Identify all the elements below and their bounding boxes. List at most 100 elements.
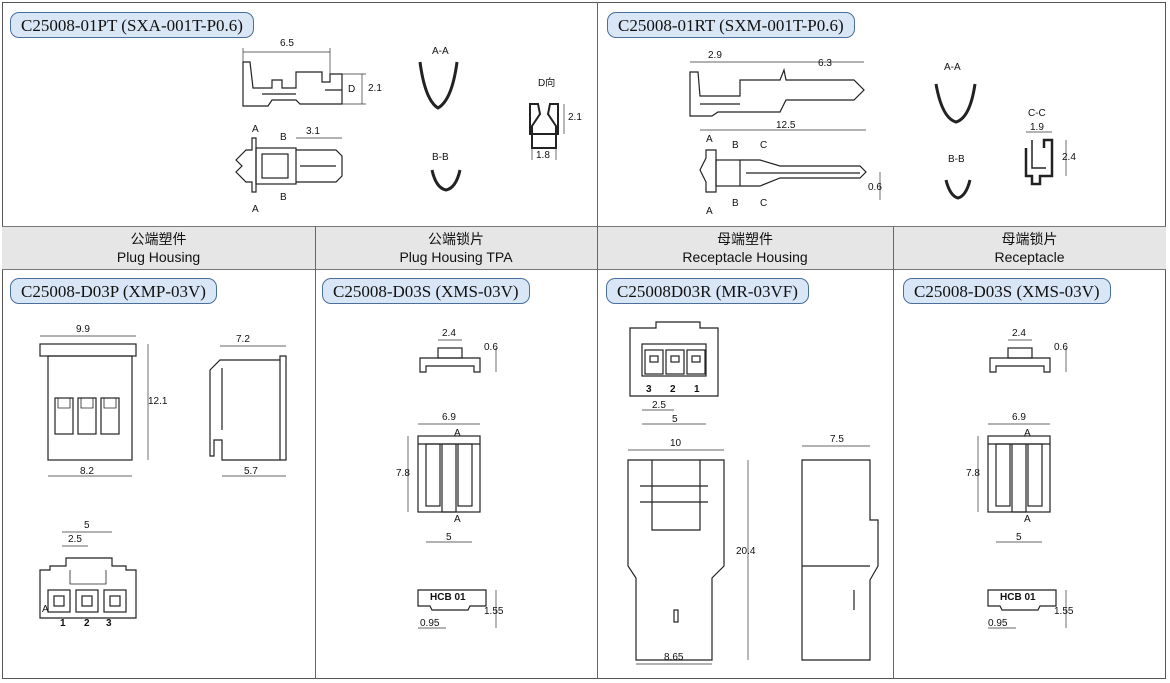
section-marker: A	[252, 124, 259, 135]
header-en: Receptacle	[994, 249, 1065, 265]
rt-section-aa	[934, 83, 977, 124]
section-marker: A	[42, 604, 49, 615]
receptacle-tpa-part-pill: C25008-D03S (XMS-03V)	[903, 278, 1111, 304]
dim-label: 5.7	[244, 466, 258, 477]
section-title: C-C	[1028, 108, 1046, 119]
pt-section-bb	[430, 169, 462, 192]
pin-number: 2	[84, 618, 90, 629]
col-divider-2	[597, 226, 598, 679]
view-label: D	[348, 84, 356, 95]
tpa-front-view	[417, 435, 481, 513]
dim-label: 12.5	[776, 120, 796, 131]
pt-section-aa	[418, 61, 459, 110]
dim-label: 20.4	[736, 546, 756, 557]
section-marker: B	[732, 140, 739, 151]
section-marker: A	[1024, 514, 1031, 525]
dim-label: 7.8	[396, 468, 410, 479]
dim-label: 2.5	[652, 400, 666, 411]
section-marker: B	[732, 198, 739, 209]
header-plug-housing: 公端塑件 Plug Housing	[2, 226, 315, 270]
section-title: A-A	[432, 46, 449, 57]
rt-title-pill: C25008-01RT (SXM-001T-P0.6)	[607, 12, 855, 38]
dim-label: 0.6	[1054, 342, 1068, 353]
dim-label: 1.55	[1054, 606, 1074, 617]
section-title: B-B	[432, 152, 449, 163]
dim-label: 7.2	[236, 334, 250, 345]
rt-terminal-side-view	[689, 67, 865, 117]
dim-label: 7.8	[966, 468, 980, 479]
header-en: Plug Housing TPA	[399, 249, 513, 265]
header-cn: 公端锁片	[428, 231, 484, 247]
plug-housing-side-view	[209, 355, 287, 461]
dim-label: 6.9	[442, 412, 456, 423]
dim-label: 6.3	[818, 58, 832, 69]
section-title: B-B	[948, 154, 965, 165]
dim-label: 2.4	[1012, 328, 1026, 339]
receptacle-side-view	[801, 459, 879, 661]
rtpa-front-view	[987, 435, 1051, 513]
dim-label: 7.5	[830, 434, 844, 445]
col-divider-1	[315, 226, 316, 679]
rt-section-cc	[1024, 138, 1054, 186]
dim-label: 5	[1016, 532, 1022, 543]
dim-label: 5	[84, 520, 90, 531]
dim-label: 1.9	[1030, 122, 1044, 133]
receptacle-part-pill: C25008D03R (MR-03VF)	[606, 278, 809, 304]
header-cn: 母端锁片	[1001, 231, 1058, 247]
col-divider-3	[893, 226, 894, 679]
pt-d-view	[529, 103, 559, 149]
section-marker: C	[760, 140, 768, 151]
section-marker: A	[454, 514, 461, 525]
pt-terminal-top-view	[235, 137, 343, 193]
dim-label: 6.9	[1012, 412, 1026, 423]
section-marker: A	[706, 206, 713, 217]
rtpa-top-view	[989, 347, 1051, 373]
pin-number: 2	[670, 384, 676, 395]
header-plug-tpa: 公端锁片 Plug Housing TPA	[315, 226, 597, 270]
plug-housing-bottom-view	[39, 557, 137, 619]
plug-part-pill: C25008-D03P (XMP-03V)	[10, 278, 217, 304]
rt-section-bb	[944, 179, 972, 200]
section-marker: A	[252, 204, 259, 215]
pin-number: 1	[694, 384, 700, 395]
part-mark: HCB 01	[430, 592, 466, 603]
section-title: A-A	[944, 62, 961, 73]
dim-label: 0.6	[868, 182, 882, 193]
dim-label: 8.65	[664, 652, 684, 663]
view-title: D向	[538, 78, 556, 89]
part-mark: HCB 01	[1000, 592, 1036, 603]
section-marker: A	[706, 134, 713, 145]
header-en: Receptacle Housing	[682, 249, 808, 265]
dim-label: 0.6	[484, 342, 498, 353]
section-marker: A	[454, 428, 461, 439]
rt-terminal-top-view	[699, 149, 867, 193]
rtpa-bottom-view	[987, 589, 1057, 611]
column-header-band	[2, 226, 1166, 270]
tpa-part-pill: C25008-D03S (XMS-03V)	[322, 278, 530, 304]
dim-label: 2.4	[1062, 152, 1076, 163]
section-marker: C	[760, 198, 768, 209]
header-cn: 母端塑件	[717, 231, 773, 247]
pin-number: 3	[106, 618, 112, 629]
dim-label: 10	[670, 438, 682, 449]
dim-label: 2.4	[442, 328, 456, 339]
dim-label: 0.95	[420, 618, 440, 629]
pt-title-pill: C25008-01PT (SXA-001T-P0.6)	[10, 12, 254, 38]
dim-label: 6.5	[280, 38, 294, 49]
pin-number: 3	[646, 384, 652, 395]
header-receptacle-housing: 母端塑件 Receptacle Housing	[597, 226, 893, 270]
dim-label: 0.95	[988, 618, 1008, 629]
receptacle-front-long-view	[627, 459, 725, 661]
dim-label: 2.9	[708, 50, 722, 61]
header-cn: 公端塑件	[130, 231, 187, 247]
tpa-bottom-view	[417, 589, 487, 611]
dim-label: 5	[446, 532, 452, 543]
top-divider	[597, 2, 598, 226]
pt-terminal-side-view	[242, 61, 343, 107]
header-en: Plug Housing	[116, 249, 201, 265]
dim-label: 1.8	[536, 150, 550, 161]
section-marker: A	[1024, 428, 1031, 439]
dim-label: 2.1	[568, 112, 582, 123]
